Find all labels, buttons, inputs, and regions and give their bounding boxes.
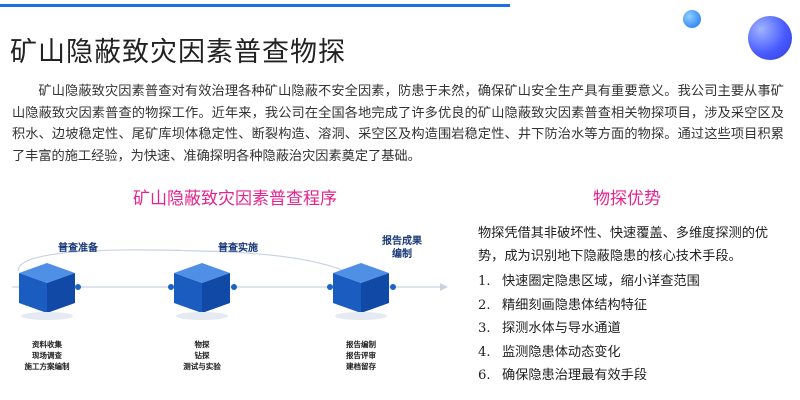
list-item-number: 4. [478,344,491,360]
advantages-list: 1. 快速圈定隐患区域，缩小详查范围 2. 精细刻画隐患体结构特征 3. 探测水体与导… [478,270,700,388]
step-tag-report-line-1: 报告成果 [382,236,422,247]
step-items-prepare: 资料收集 现场调查 施工方案编制 [14,339,80,372]
step-item: 钻探 [194,351,210,360]
list-item-text: 快速圈定隐患区域，缩小详查范围 [502,274,700,289]
list-item: 3. 探测水体与导水通道 [478,317,700,341]
list-item: 4. 监测隐患体动态变化 [478,341,700,365]
flow-node-dot-5 [390,284,396,290]
list-item: 2. 精细刻画隐患体结构特征 [478,294,700,318]
step-item: 资料收集 [32,340,62,349]
page-title: 矿山隐蔽致灾因素普查物探 [10,37,346,68]
flow-node-dot-2 [168,284,174,290]
step-item: 建档留存 [346,362,376,371]
process-diagram-graphic [12,249,448,320]
step-item: 报告评审 [346,351,376,360]
list-item-text: 监测隐患体动态变化 [502,344,621,360]
step-tag-prepare: 普查准备 [58,243,98,254]
list-item-number: 3. [478,321,491,337]
advantages-description: 物探凭借其非破坏性、快速覆盖、多维度探测的优势，成为识别地下隐蔽隐患的核心技术手… [478,226,769,264]
flow-node-dot-3 [231,284,237,290]
step-tag-report-line-2: 编制 [392,249,412,260]
step-tag-implement: 普查实施 [218,243,258,254]
process-diagram: 普查准备 普查实施 报告成果 编制 资料收集 现场调查 施工方案编制 物探 钻探… [0,215,460,400]
step-items-implement: 物探 钻探 测试与实验 [172,339,232,372]
step-tag-report: 报告成果 编制 [382,235,422,261]
decorative-bubble-large [748,16,792,60]
flow-arrow-head [440,283,448,291]
process-title: 矿山隐蔽致灾因素普查程序 [133,189,337,209]
intro-paragraph: 矿山隐蔽致灾因素普查对有效治理各种矿山隐蔽不安全因素，防患于未然，确保矿山安全生… [12,84,784,164]
step-item: 报告编制 [346,340,376,349]
flow-connector-arc [17,249,346,272]
list-item-text: 探测水体与导水通道 [502,321,621,337]
list-item-text: 确保隐患治理最有效手段 [502,368,648,384]
step-items-report: 报告编制 报告评审 建档留存 [331,339,391,372]
list-item: 6. 确保隐患治理最有效手段 [478,364,700,388]
step-item: 测试与实验 [183,362,221,371]
step-item: 物探 [194,340,210,349]
list-item-number: 6. [478,368,491,384]
list-item: 1. 快速圈定隐患区域，缩小详查范围 [478,270,700,294]
list-item-text: 精细刻画隐患体结构特征 [502,297,648,313]
list-item-number: 1. [478,274,491,289]
decorative-bubble-small [683,10,701,28]
step-item: 施工方案编制 [24,362,70,371]
advantages-title: 物探优势 [593,189,661,209]
flow-node-dot-1 [75,284,81,290]
flow-node-dot-4 [327,284,333,290]
cube-icon-step-3 [333,263,389,320]
header-accent-line [0,4,510,7]
list-item-number: 2. [478,297,491,313]
cube-icon-step-1 [19,263,75,320]
step-item: 现场调查 [32,351,62,360]
cube-icon-step-2 [174,263,230,320]
